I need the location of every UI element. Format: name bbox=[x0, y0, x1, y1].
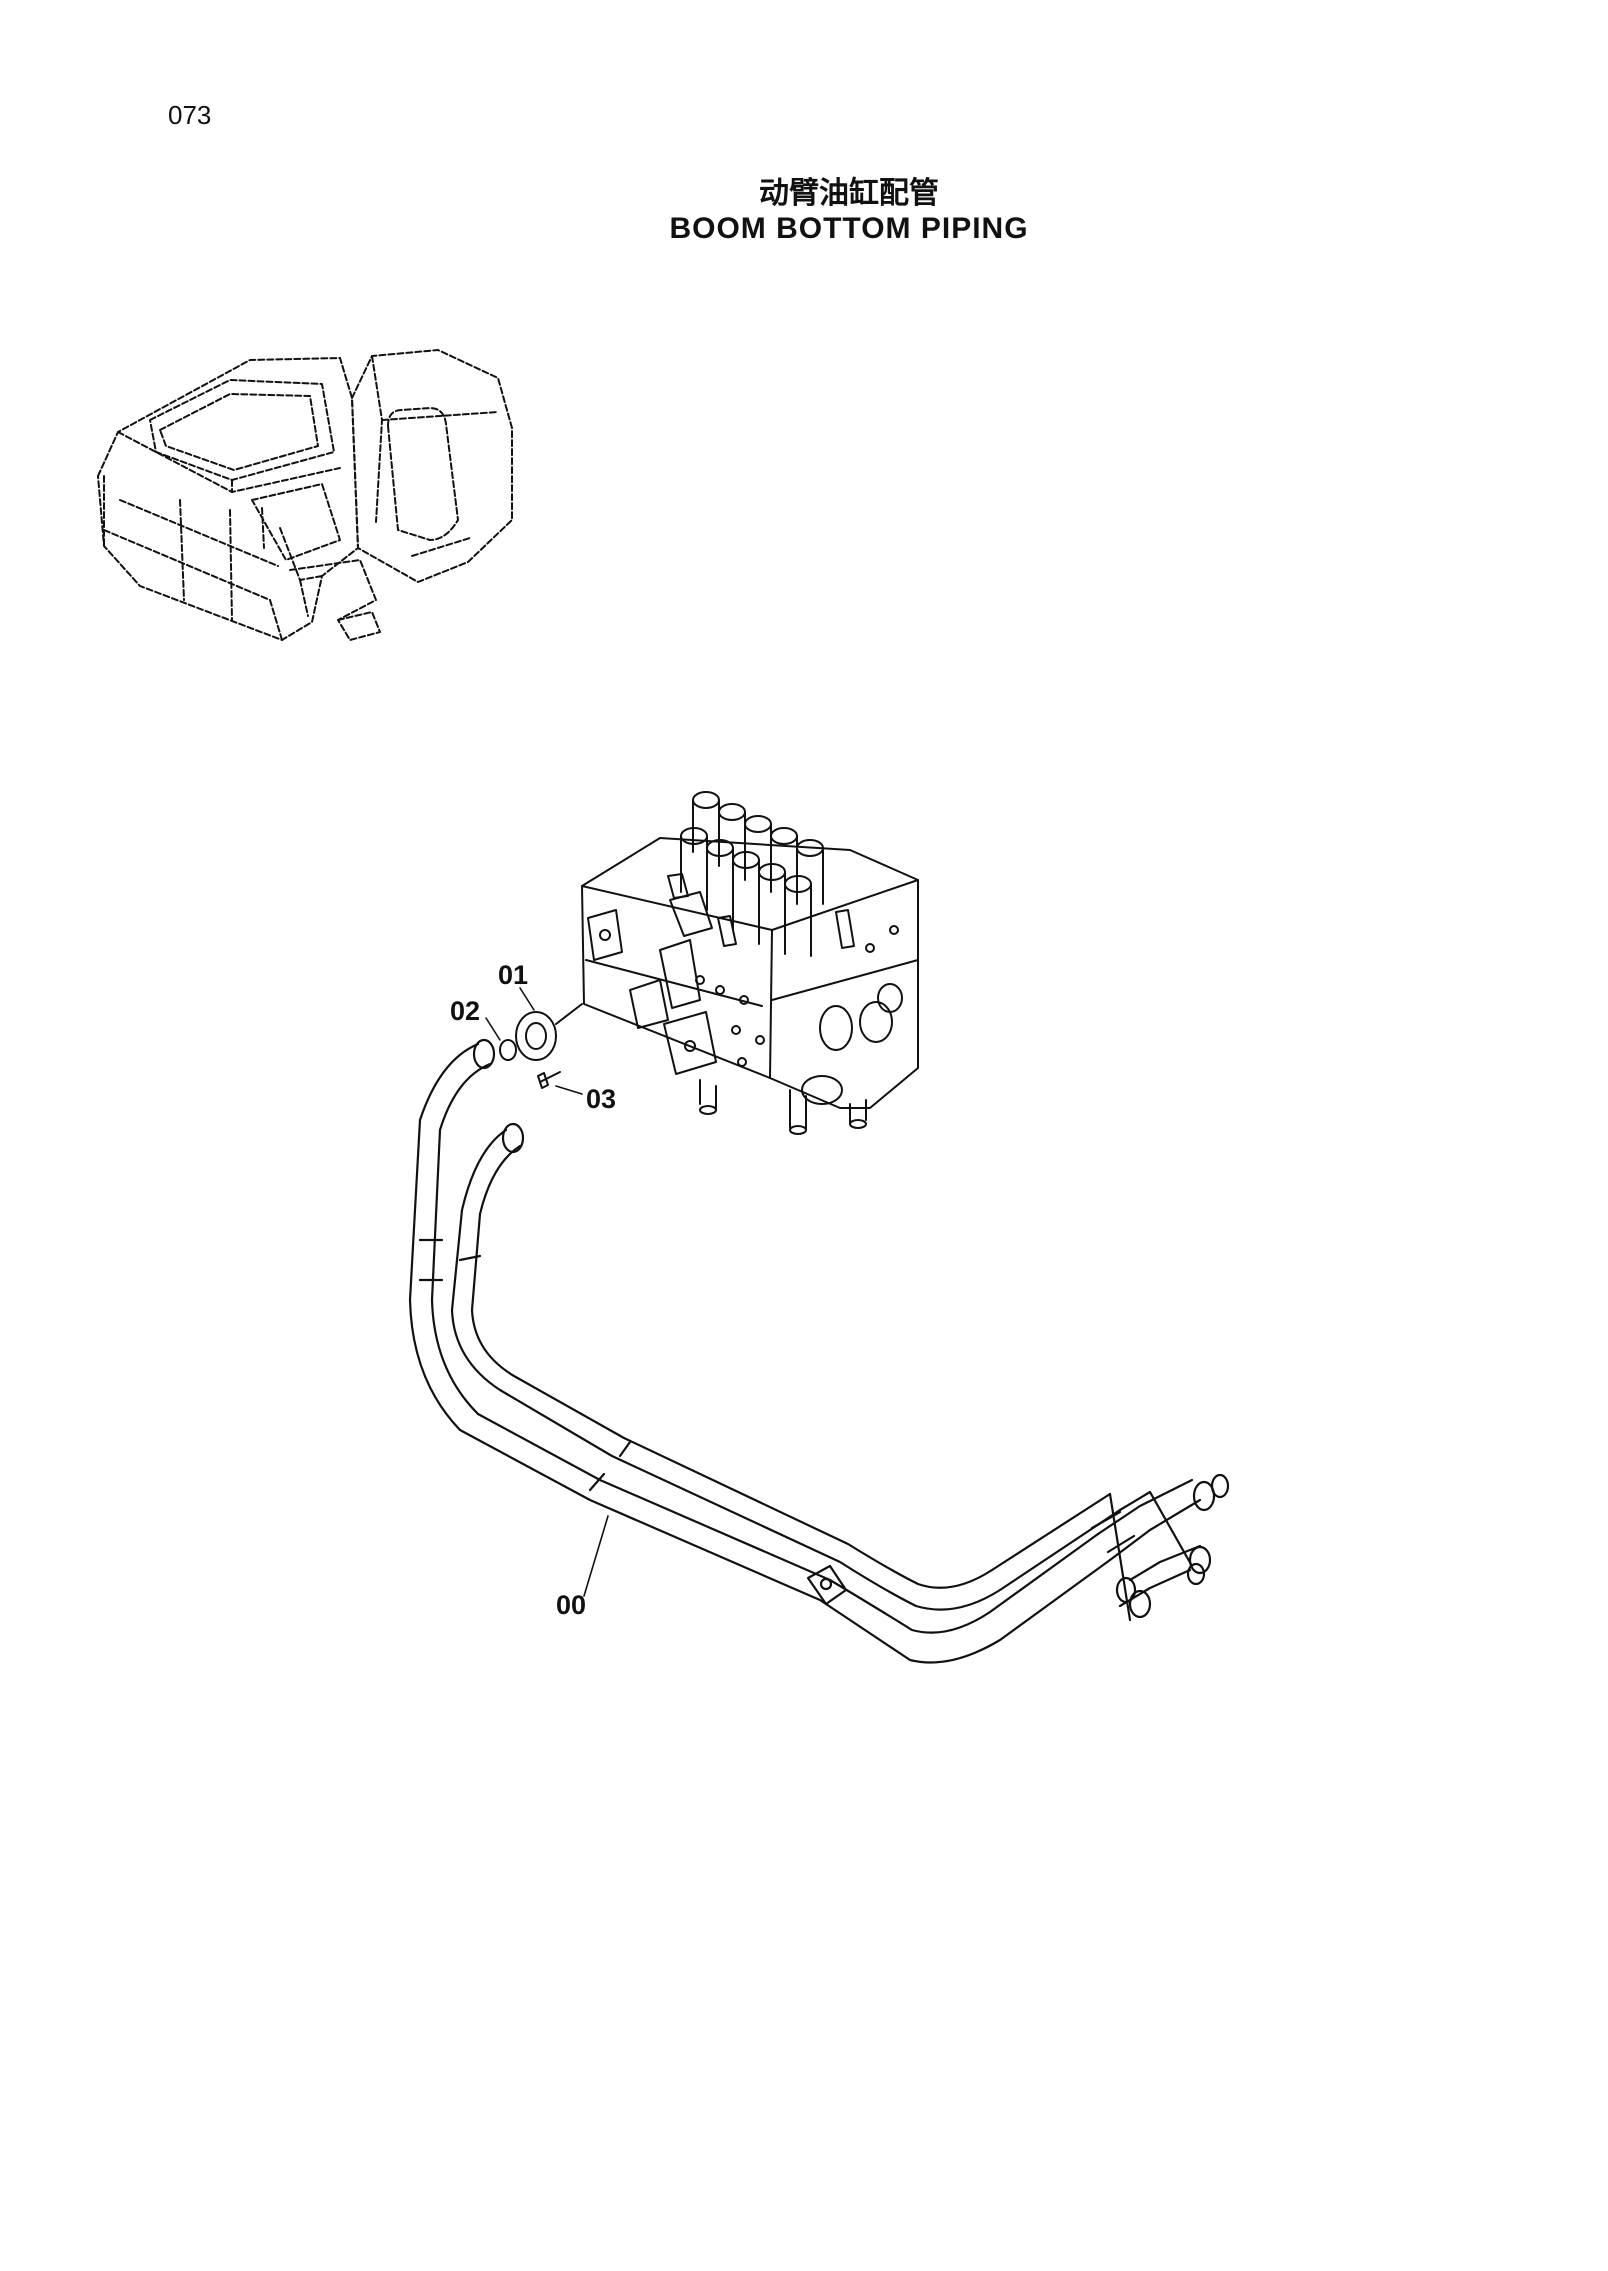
page-number: 073 bbox=[168, 100, 212, 130]
callout-01: 01 bbox=[498, 960, 528, 990]
pipe-assembly-00 bbox=[408, 1038, 1230, 1664]
title-chinese: 动臂油缸配管 bbox=[759, 176, 939, 211]
flange-part-01 bbox=[515, 1003, 583, 1061]
callout-02: 02 bbox=[450, 996, 480, 1026]
title-english: BOOM BOTTOM PIPING bbox=[669, 212, 1029, 245]
control-valve bbox=[581, 791, 919, 1135]
excavator-locator-view bbox=[97, 349, 513, 641]
valve-spools bbox=[680, 791, 824, 957]
leader-lines bbox=[485, 987, 609, 1597]
callout-03: 03 bbox=[586, 1084, 616, 1114]
bolt-part-03 bbox=[537, 1071, 561, 1089]
callout-00: 00 bbox=[556, 1590, 586, 1620]
o-ring-part-02 bbox=[499, 1039, 517, 1061]
